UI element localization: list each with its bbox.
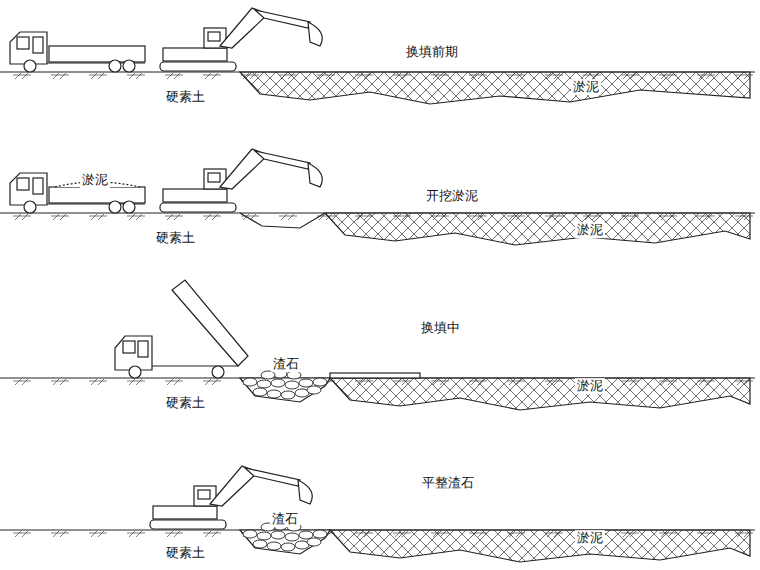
label-text: 换填中	[419, 320, 462, 336]
label-text: 硬素土	[154, 230, 197, 246]
label-text: 渣石	[270, 511, 300, 527]
dump-truck	[10, 173, 145, 213]
excavator	[160, 8, 322, 71]
dump-truck	[10, 32, 145, 72]
rock	[307, 386, 321, 394]
mud-region	[240, 72, 750, 104]
rock	[253, 540, 267, 548]
rock	[287, 371, 301, 379]
label-text: 渣石	[271, 356, 301, 372]
mud-region	[325, 213, 750, 245]
excavated-slope	[240, 213, 325, 228]
fill-slab	[330, 373, 420, 378]
rock	[267, 390, 281, 398]
rock	[267, 542, 281, 550]
rock	[313, 530, 327, 538]
rock	[307, 538, 321, 546]
label-text: 淤泥	[575, 222, 605, 238]
rock	[253, 388, 267, 396]
rock	[285, 533, 299, 541]
label-text: 硬素土	[164, 395, 207, 411]
label-text: 硬素土	[164, 89, 207, 105]
excavator	[150, 466, 312, 529]
rock-fill-outline	[240, 530, 330, 554]
rock	[243, 378, 257, 386]
rock	[271, 379, 285, 387]
mud-region	[330, 378, 750, 410]
label-text: 淤泥	[571, 79, 601, 95]
rock	[261, 371, 275, 379]
rock-fill-outline	[240, 378, 330, 402]
label-text: 淤泥	[80, 172, 110, 188]
label-text: 平整渣石	[420, 475, 476, 491]
rock	[299, 531, 313, 539]
rock	[271, 531, 285, 539]
label-text: 淤泥	[575, 530, 605, 546]
label-text: 换填前期	[404, 44, 460, 60]
mud-region	[330, 530, 750, 562]
rock	[285, 381, 299, 389]
tipping-truck	[115, 280, 248, 378]
excavator	[160, 149, 322, 212]
rock	[281, 391, 295, 399]
label-text: 硬素土	[164, 545, 207, 561]
rock	[299, 379, 313, 387]
rock	[281, 543, 295, 551]
rock	[313, 378, 327, 386]
label-text: 淤泥	[575, 378, 605, 394]
label-text: 开挖淤泥	[424, 188, 480, 204]
rock	[243, 530, 257, 538]
rock	[257, 380, 271, 388]
rock	[257, 532, 271, 540]
